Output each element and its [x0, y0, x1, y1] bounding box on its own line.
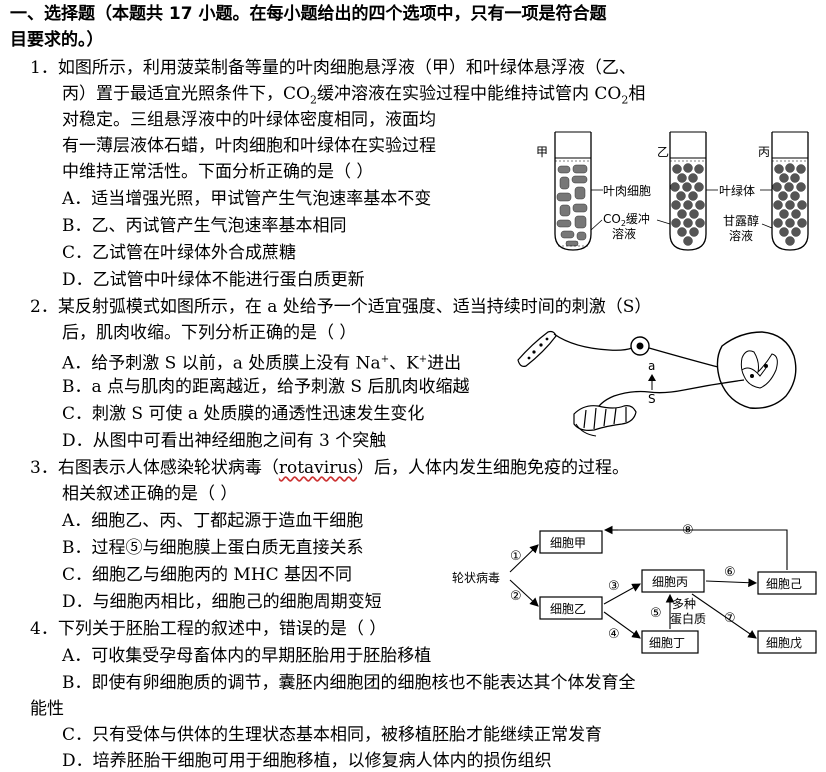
q2-stem-line2: 后，肌肉收缩。下列分析正确的是（ ）: [62, 323, 357, 343]
tube-bing: [771, 132, 809, 251]
q1-stem-line5: 中维持正常活性。下面分析正确的是（ ）: [62, 162, 374, 182]
tube-label-jia: 甲: [536, 145, 548, 159]
label-chloroplast: 叶绿体: [719, 183, 755, 198]
chloroplasts-bing: [772, 163, 807, 246]
step-3: ③: [608, 579, 620, 594]
q1-stem-line1: 1．如图所示，利用菠菜制备等量的叶肉细胞悬浮液（甲）和叶绿体悬浮液（乙、: [30, 58, 636, 78]
box-bing: [641, 569, 705, 593]
chloroplasts-yi: [670, 163, 705, 246]
step-8: ⑧: [682, 523, 694, 538]
cell-ding: 细胞丁: [649, 636, 685, 650]
box-ding: [641, 630, 699, 654]
q2-option-b[interactable]: B．a 点与肌肉的距离越近，给予刺激 S 后肌肉收缩越: [62, 377, 470, 397]
tube-label-bing: 丙: [758, 145, 770, 159]
tube-yi: [669, 132, 707, 251]
q3-stem-line2: 相关叙述正确的是（ ）: [62, 484, 238, 504]
q1-stem-line3: 对稳定。三组悬浮液中的叶绿体密度相同，液面均: [62, 110, 436, 130]
q3-option-a[interactable]: A．细胞乙、丙、丁都起源于造血干细胞: [62, 511, 364, 531]
test-tube-figure: 甲 乙 丙: [536, 131, 809, 251]
q2-stem-line1: 2．某反射弧模式如图所示，在 a 处给予一个适宜强度、适当持续时间的刺激（S）: [30, 297, 652, 317]
q2-option-d[interactable]: D．从图中可看出神经细胞之间有 3 个突触: [62, 431, 387, 451]
cell-bing: 细胞丙: [652, 575, 688, 589]
label-mannitol: 甘露醇: [723, 213, 759, 228]
cell-yi: 细胞乙: [550, 602, 586, 616]
q4-option-a[interactable]: A．可收集受孕母畜体内的早期胚胎用于胚胎移植: [62, 646, 432, 666]
section-title-line2: 目要求的。）: [10, 30, 104, 50]
q4-option-d[interactable]: D．培养胚胎干细胞可用于细胞移植，以修复病人体内的损伤组织: [62, 751, 552, 771]
q4-option-c[interactable]: C．只有受体与供体的生理状态基本相同，被移植胚胎才能继续正常发育: [62, 725, 603, 745]
q4-option-b[interactable]: B．即使有卵细胞质的调节，囊胚内细胞团的细胞核也不能表达其个体发育全: [62, 673, 636, 693]
immunity-flow-figure: 轮状病毒 细胞甲 细胞乙 细胞丙 细胞丁 细胞己 细胞戊 ① ② ③ ④ ⑤ ⑥: [452, 523, 817, 654]
box-yi: [539, 596, 603, 620]
label-virus: 轮状病毒: [452, 570, 500, 585]
q2-option-c[interactable]: C．刺激 S 可使 a 处质膜的通透性迅速发生变化: [62, 404, 425, 424]
label-proteins-1: 多种: [672, 597, 696, 611]
q3-option-d[interactable]: D．与细胞丙相比，细胞己的细胞周期变短: [62, 592, 382, 612]
q4-stem-line1: 4．下列关于胚胎工程的叙述中，错误的是（ ）: [30, 619, 387, 639]
box-wu: [757, 630, 817, 654]
q3-option-b[interactable]: B．过程⑤与细胞膜上蛋白质无直接关系: [62, 538, 364, 558]
muscle: [573, 405, 637, 431]
label-co2-buffer: CO2缓冲: [603, 211, 650, 228]
section-title-line1: 一、选择题（本题共 17 小题。在每小题给出的四个选项中，只有一项是符合题: [10, 4, 607, 24]
q1-option-a[interactable]: A．适当增强光照，甲试管产生气泡速率基本不变: [62, 189, 432, 209]
q1-stem-line2: 丙）置于最适宜光照条件下，CO2缓冲溶液在实验过程中能维持试管内 CO2相: [62, 84, 646, 107]
box-ji: [757, 571, 817, 595]
box-jia: [539, 530, 603, 554]
receptor: [517, 330, 557, 367]
q1-option-c[interactable]: C．乙试管在叶绿体外合成蔗糖: [62, 243, 297, 263]
label-mesophyll: 叶肉细胞: [603, 184, 651, 198]
q1-option-d[interactable]: D．乙试管中叶绿体不能进行蛋白质更新: [62, 270, 365, 290]
q1-stem-line4: 有一薄层液体石蜡，叶肉细胞和叶绿体在实验过程: [62, 136, 436, 156]
label-a: a: [648, 359, 655, 373]
label-mannitol-2: 溶液: [729, 228, 753, 243]
cell-ji: 细胞己: [766, 577, 802, 591]
step-6: ⑥: [724, 565, 736, 580]
cell-wu: 细胞戊: [766, 636, 802, 650]
label-proteins-2: 蛋白质: [670, 611, 706, 626]
tube-label-yi: 乙: [657, 145, 669, 159]
label-co2-buffer-2: 溶液: [612, 226, 636, 241]
q3-stem-line1: 3．右图表示人体感染轮状病毒（rotavirus）后，人体内发生细胞免疫的过程。: [30, 458, 629, 478]
step-2: ②: [510, 589, 522, 604]
label-s: S: [648, 392, 656, 406]
step-7: ⑦: [724, 611, 736, 626]
q1-option-b[interactable]: B．乙、丙试管产生气泡速率基本相同: [62, 216, 347, 236]
step-1: ①: [510, 549, 522, 564]
q3-option-c[interactable]: C．细胞乙与细胞丙的 MHC 基因不同: [62, 565, 353, 585]
q2-option-a[interactable]: A．给予刺激 S 以前，a 处质膜上没有 Na+、K+进出: [62, 353, 462, 374]
step-5: ⑤: [650, 606, 662, 621]
mesophyll-cells: [556, 164, 588, 247]
tube-jia: [554, 132, 592, 251]
cell-jia: 细胞甲: [550, 536, 586, 550]
q4-option-b-cont: 能性: [30, 699, 64, 719]
reflex-arc-figure: a S: [517, 330, 797, 437]
step-4: ④: [608, 627, 620, 642]
